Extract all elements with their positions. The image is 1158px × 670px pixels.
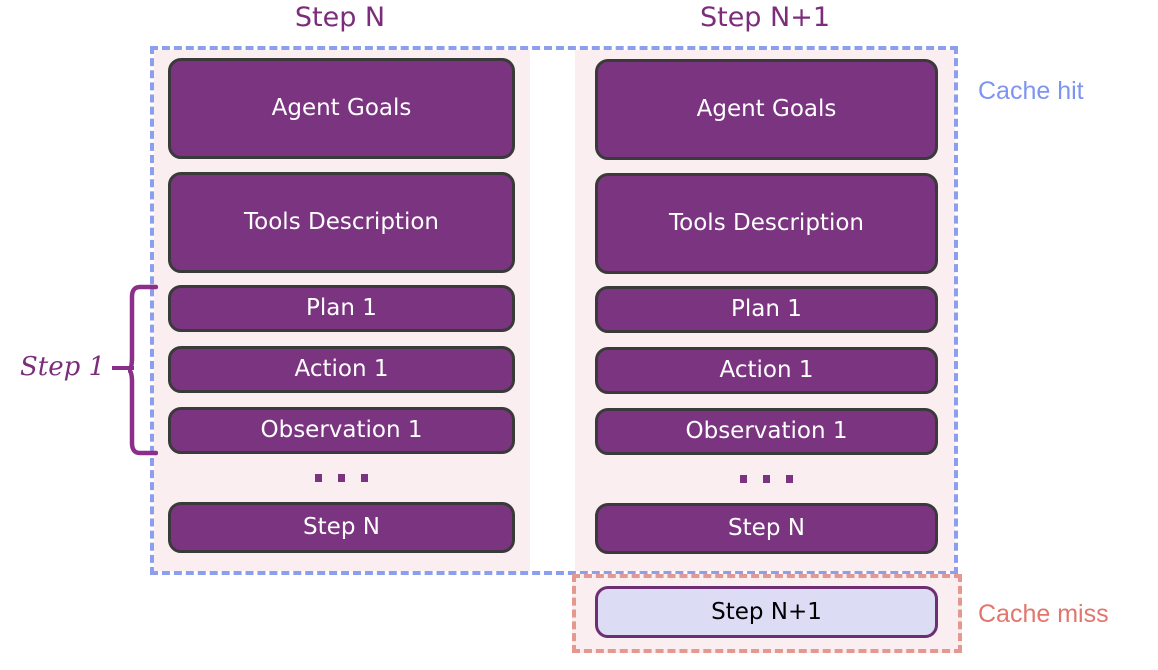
block-agent-goals-left: Agent Goals [168, 58, 515, 159]
cache-hit-label: Cache hit [978, 77, 1084, 105]
block-step-n-right: Step N [595, 503, 938, 554]
block-tools-description-left: Tools Description [168, 172, 515, 273]
block-action-1-right: Action 1 [595, 347, 938, 394]
block-tools-description-right: Tools Description [595, 173, 938, 274]
ellipsis-dot [740, 475, 747, 483]
step-1-bracket-tick [112, 366, 134, 370]
ellipsis-left [168, 474, 515, 482]
block-step-n-left: Step N [168, 502, 515, 553]
ellipsis-right [595, 475, 938, 483]
block-action-1-left: Action 1 [168, 346, 515, 393]
block-observation-1-right: Observation 1 [595, 408, 938, 455]
column-header-step-n: Step N [294, 2, 386, 33]
step-1-bracket-label: Step 1 [20, 352, 106, 382]
block-step-n-plus-1-appended: Step N+1 [595, 586, 938, 638]
cache-hit-region [150, 46, 958, 575]
ellipsis-dot [338, 474, 345, 482]
ellipsis-dot [786, 475, 793, 483]
ellipsis-dot [361, 474, 368, 482]
block-agent-goals-right: Agent Goals [595, 59, 938, 160]
ellipsis-dot [315, 474, 322, 482]
cache-miss-label: Cache miss [978, 600, 1109, 628]
ellipsis-dot [763, 475, 770, 483]
block-plan-1-left: Plan 1 [168, 285, 515, 332]
block-observation-1-left: Observation 1 [168, 407, 515, 454]
block-plan-1-right: Plan 1 [595, 286, 938, 333]
step-1-curly-brace-icon [128, 284, 158, 456]
column-header-step-n-plus-1: Step N+1 [699, 2, 831, 33]
